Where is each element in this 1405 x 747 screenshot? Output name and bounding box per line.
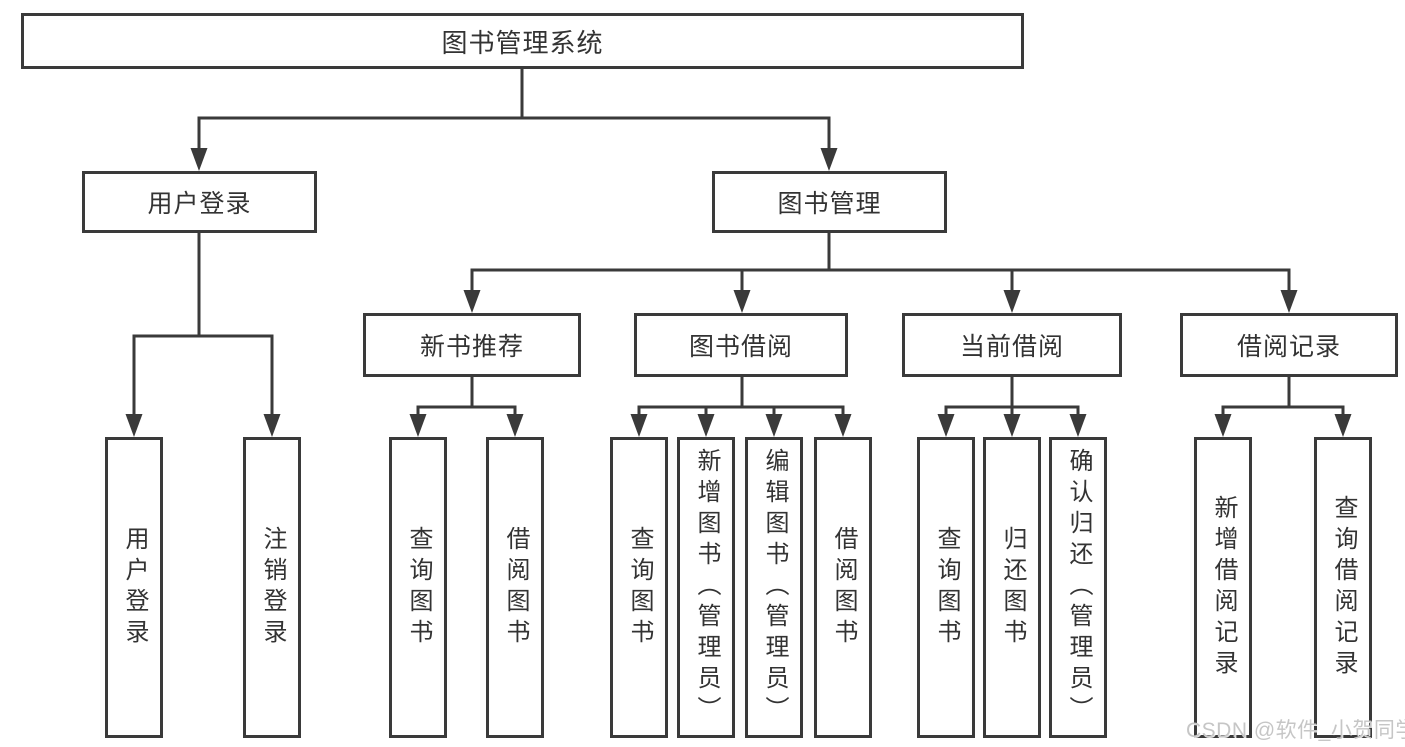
leaf-current-query-books: 查询图书 [917,437,975,738]
leaf-user-login-label: 用户登录 [121,525,148,650]
leaf-borrowing-edit-books-admin: 编辑图书（管理员） [745,437,803,738]
node-current-borrowing: 当前借阅 [902,313,1122,377]
leaf-current-confirm-return-admin-label: 确认归还（管理员） [1065,448,1092,727]
leaf-logout-label: 注销登录 [259,525,286,650]
leaf-borrowing-add-books-admin: 新增图书（管理员） [677,437,735,738]
node-new-book-recommend-label: 新书推荐 [419,333,524,361]
leaf-logout: 注销登录 [243,437,301,738]
leaf-borrowing-query-books-label: 查询图书 [626,525,653,650]
leaf-records-query-record: 查询借阅记录 [1314,437,1372,738]
leaf-borrowing-borrow-books-label: 借阅图书 [830,525,857,650]
csdn-watermark: CSDN @软件_小贺同学 [1186,719,1405,742]
leaf-current-query-books-label: 查询图书 [933,525,960,650]
node-book-management: 图书管理 [712,171,947,233]
leaf-newbook-borrow-books: 借阅图书 [486,437,544,738]
leaf-current-return-books-label: 归还图书 [999,525,1026,650]
leaf-records-query-record-label: 查询借阅记录 [1330,494,1357,681]
leaf-borrowing-borrow-books: 借阅图书 [814,437,872,738]
node-user-login: 用户登录 [82,171,317,233]
leaf-records-add-record: 新增借阅记录 [1194,437,1252,738]
leaf-user-login: 用户登录 [105,437,163,738]
node-borrow-records: 借阅记录 [1180,313,1398,377]
node-book-borrowing-label: 图书借阅 [688,333,793,361]
node-user-login-label: 用户登录 [147,190,252,218]
arrowheads [125,148,1352,437]
leaf-records-add-record-label: 新增借阅记录 [1210,494,1237,681]
leaf-borrowing-add-books-admin-label: 新增图书（管理员） [693,448,720,727]
node-book-management-label: 图书管理 [777,190,882,218]
node-root-label: 图书管理系统 [441,27,604,58]
node-new-book-recommend: 新书推荐 [363,313,581,377]
leaf-newbook-borrow-books-label: 借阅图书 [502,525,529,650]
leaf-newbook-query-books-label: 查询图书 [405,525,432,650]
leaf-borrowing-query-books: 查询图书 [610,437,668,738]
node-borrow-records-label: 借阅记录 [1236,333,1341,361]
node-root-system: 图书管理系统 [21,13,1024,69]
node-current-borrowing-label: 当前借阅 [959,333,1064,361]
leaf-newbook-query-books: 查询图书 [389,437,447,738]
node-book-borrowing: 图书借阅 [634,313,848,377]
leaf-current-confirm-return-admin: 确认归还（管理员） [1049,437,1107,738]
leaf-borrowing-edit-books-admin-label: 编辑图书（管理员） [761,448,788,727]
leaf-current-return-books: 归还图书 [983,437,1041,738]
